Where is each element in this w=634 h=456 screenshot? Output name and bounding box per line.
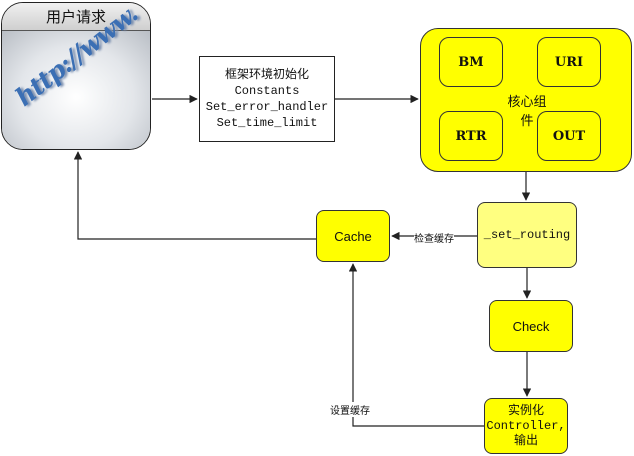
core-components-box: BM URI 核心组件 RTR OUT xyxy=(420,28,632,172)
instantiate-line-1: 实例化 xyxy=(507,403,544,418)
edge-label-set-cache: 设置缓存 xyxy=(330,402,370,417)
framework-init-box: 框架环境初始化 Constants Set_error_handler Set_… xyxy=(199,56,335,142)
edge-label-check-cache: 检查缓存 xyxy=(414,230,454,245)
component-out: OUT xyxy=(537,111,601,161)
component-rtr: RTR xyxy=(439,111,503,161)
cache-box: Cache xyxy=(316,210,390,262)
check-box: Check xyxy=(489,300,573,352)
set-routing-box: _set_routing xyxy=(477,202,577,268)
user-request-image: http://www. xyxy=(2,3,150,149)
component-bm: BM xyxy=(439,37,503,87)
init-line-error-handler: Set_error_handler xyxy=(205,100,329,114)
edge-cache-to-user xyxy=(73,151,316,240)
user-request-window: 用户请求 http://www. xyxy=(1,2,151,150)
instantiate-line-3: 输出 xyxy=(513,433,538,448)
init-line-constants: Constants xyxy=(234,84,300,98)
user-request-title: 用户请求 xyxy=(2,3,150,31)
init-line-time-limit: Set_time_limit xyxy=(216,116,318,130)
instantiate-controller-box: 实例化 Controller, 输出 xyxy=(484,398,568,454)
instantiate-line-2: Controller, xyxy=(486,418,566,433)
init-line-title: 框架环境初始化 xyxy=(224,68,309,82)
core-components-label: 核心组件 xyxy=(507,95,547,129)
edge-instantiate-to-cache xyxy=(348,263,484,427)
component-uri: URI xyxy=(537,37,601,87)
